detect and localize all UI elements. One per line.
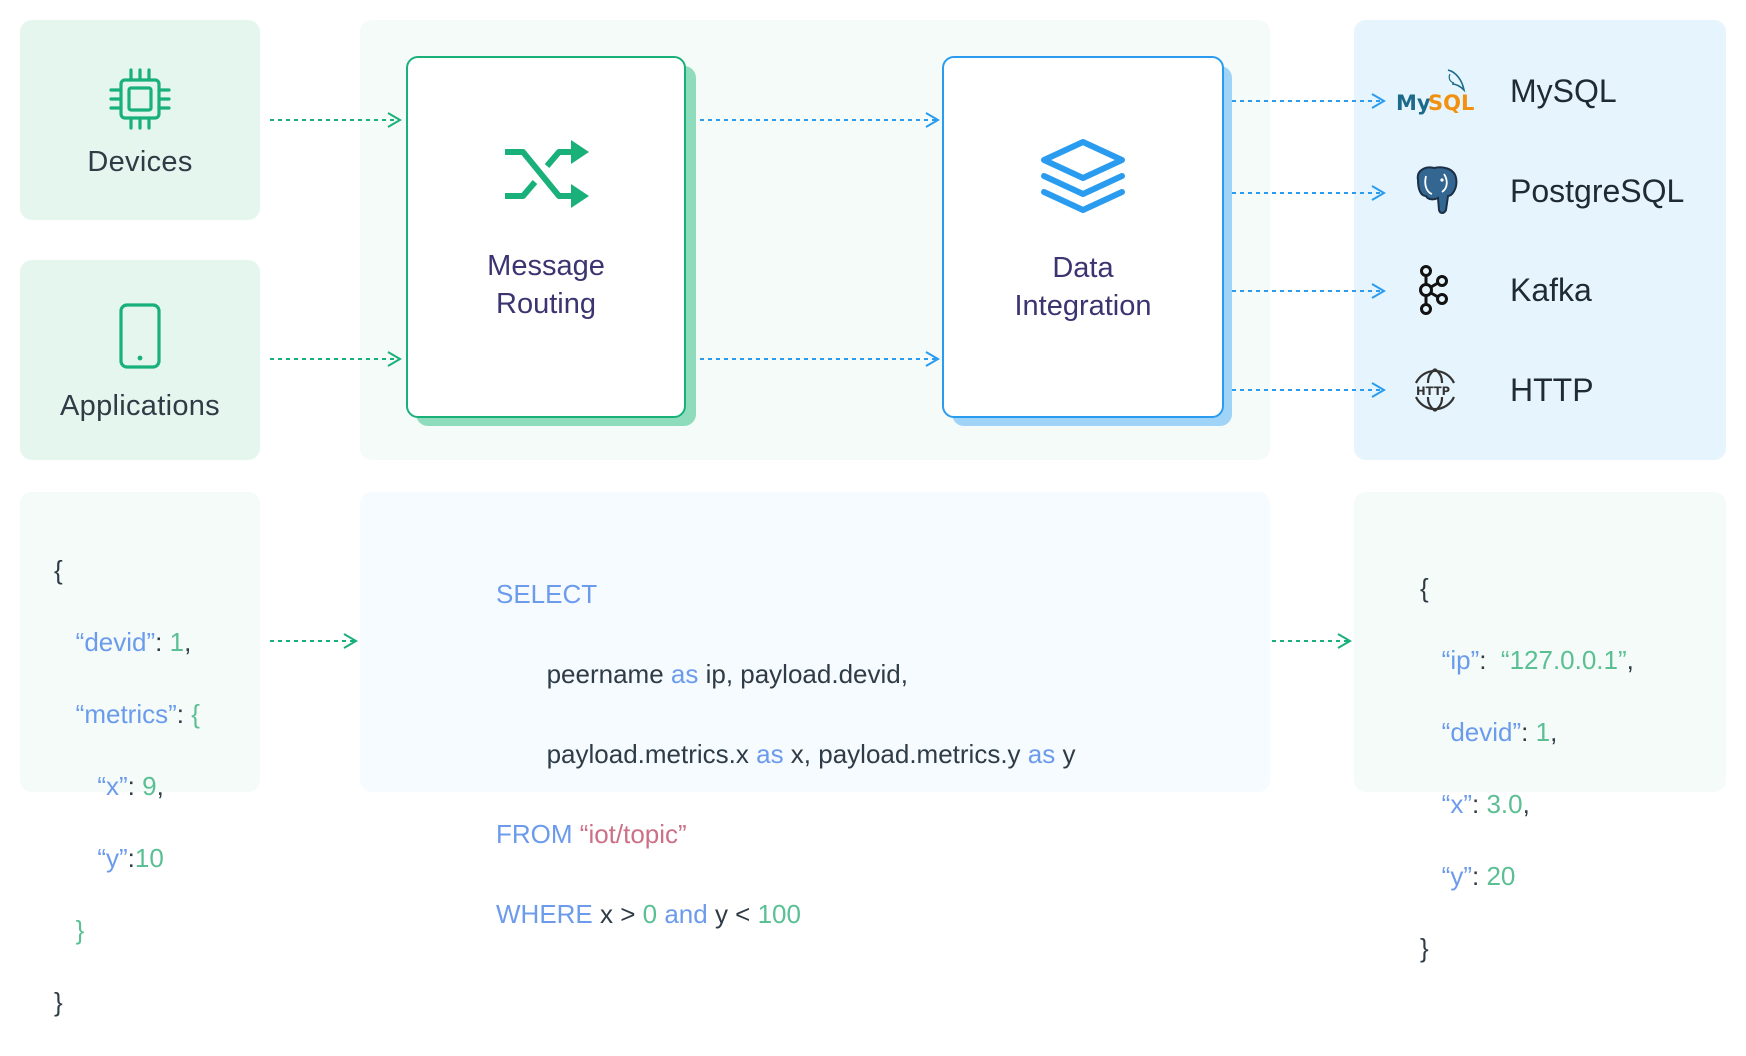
- sql-panel: [360, 492, 1270, 792]
- json-line-y: “y”:10: [97, 843, 164, 873]
- sql-fields-line-1: peername as ip, payload.devid,: [546, 659, 908, 689]
- input-json: { “devid”: 1, “metrics”: { “x”: 9, “y”:1…: [54, 516, 200, 1056]
- target-label-http: HTTP: [1510, 372, 1594, 408]
- json-line-x: “x”: 9,: [97, 771, 164, 801]
- layers-icon: [1038, 138, 1128, 219]
- target-label-kafka: Kafka: [1510, 272, 1592, 308]
- json-line-devid: “devid”: 1,: [75, 627, 192, 657]
- devices-panel: Devices: [20, 20, 260, 220]
- sql-where-line: WHERE x > 0 and y < 100: [496, 899, 801, 929]
- phone-icon: [117, 302, 163, 375]
- json-inner-close: }: [75, 915, 85, 945]
- sql-select-line: SELECT: [496, 579, 598, 609]
- sql-fields-line-2: payload.metrics.x as x, payload.metrics.…: [546, 739, 1076, 769]
- json-close: }: [54, 987, 63, 1017]
- input-json-panel: [20, 492, 260, 792]
- postgresql-icon: [1390, 166, 1490, 216]
- http-icon: HTTP: [1390, 365, 1490, 415]
- integration-title-2: Integration: [1014, 290, 1152, 322]
- out-json-open: {: [1420, 573, 1429, 603]
- integration-card: Data Integration: [942, 56, 1224, 418]
- sql-from-line: FROM “iot/topic”: [496, 819, 687, 849]
- svg-text:SQL: SQL: [1428, 91, 1474, 115]
- applications-label: Applications: [60, 390, 220, 422]
- integration-title-1: Data: [1052, 252, 1114, 284]
- kafka-icon: [1390, 265, 1490, 315]
- flow-arrows: [270, 93, 1386, 649]
- devices-label: Devices: [87, 146, 193, 178]
- out-json-y: “y”: 20: [1441, 861, 1516, 891]
- json-open: {: [54, 555, 63, 585]
- routing-card: Message Routing: [406, 56, 686, 418]
- target-label-mysql: MySQL: [1510, 73, 1617, 109]
- json-line-metrics: “metrics”: {: [75, 699, 200, 729]
- out-json-devid: “devid”: 1,: [1441, 717, 1558, 747]
- routing-title-1: Message: [487, 250, 605, 282]
- applications-panel: Applications: [20, 260, 260, 460]
- svg-text:My: My: [1396, 91, 1431, 115]
- svg-text:HTTP: HTTP: [1416, 384, 1450, 398]
- out-json-x: “x”: 3.0,: [1441, 789, 1530, 819]
- mysql-icon: My SQL: [1390, 66, 1490, 116]
- sql-query: SELECT peername as ip, payload.devid, pa…: [496, 534, 1075, 974]
- out-json-close: }: [1420, 933, 1429, 963]
- output-json-panel: [1354, 492, 1726, 792]
- routing-title-2: Routing: [496, 288, 596, 320]
- shuffle-icon: [501, 138, 591, 215]
- chip-icon: [107, 66, 173, 137]
- output-json: { “ip”: “127.0.0.1”, “devid”: 1, “x”: 3.…: [1420, 534, 1634, 1002]
- targets-panel: [1354, 20, 1726, 460]
- target-label-postgresql: PostgreSQL: [1510, 173, 1685, 209]
- out-json-ip: “ip”: “127.0.0.1”,: [1441, 645, 1634, 675]
